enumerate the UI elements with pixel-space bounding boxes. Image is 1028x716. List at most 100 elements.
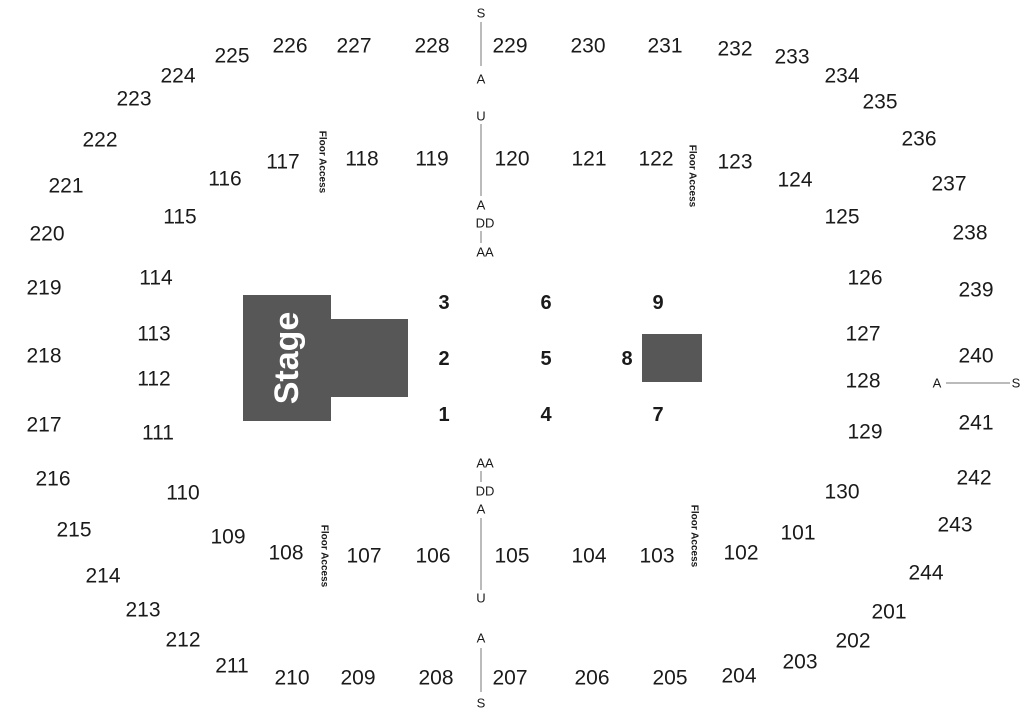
floor-section-7[interactable]: 7	[652, 404, 663, 426]
section-230[interactable]: 230	[570, 35, 605, 58]
section-243[interactable]: 243	[937, 514, 972, 537]
row-marker: DD	[476, 216, 495, 231]
section-212[interactable]: 212	[165, 629, 200, 652]
floor-section-8[interactable]: 8	[621, 348, 632, 370]
section-123[interactable]: 123	[717, 151, 752, 174]
section-209[interactable]: 209	[340, 667, 375, 690]
section-214[interactable]: 214	[85, 565, 120, 588]
section-211[interactable]: 211	[215, 655, 248, 678]
section-237[interactable]: 237	[931, 173, 966, 196]
section-108[interactable]: 108	[268, 542, 303, 565]
section-216[interactable]: 216	[35, 468, 70, 491]
section-101[interactable]: 101	[780, 522, 815, 545]
section-122[interactable]: 122	[638, 148, 673, 171]
section-105[interactable]: 105	[494, 545, 529, 568]
row-marker: AA	[476, 456, 494, 471]
section-121[interactable]: 121	[571, 148, 606, 171]
section-235[interactable]: 235	[862, 91, 897, 114]
section-231[interactable]: 231	[647, 35, 682, 58]
section-228[interactable]: 228	[414, 35, 449, 58]
row-marker: S	[477, 6, 486, 21]
control-booth	[642, 334, 702, 382]
stage-thrust-block	[330, 319, 408, 397]
section-224[interactable]: 224	[160, 65, 195, 88]
row-marker: A	[477, 631, 486, 646]
section-111[interactable]: 111	[142, 422, 174, 445]
section-113[interactable]: 113	[137, 323, 170, 346]
stage-main-block	[243, 295, 331, 421]
section-129[interactable]: 129	[847, 421, 882, 444]
section-207[interactable]: 207	[492, 667, 527, 690]
section-226[interactable]: 226	[272, 35, 307, 58]
section-201[interactable]: 201	[871, 601, 906, 624]
section-127[interactable]: 127	[845, 323, 880, 346]
row-marker: A	[477, 198, 486, 213]
section-229[interactable]: 229	[492, 35, 527, 58]
row-marker: S	[477, 696, 486, 711]
section-239[interactable]: 239	[958, 279, 993, 302]
section-119[interactable]: 119	[415, 148, 448, 171]
section-241[interactable]: 241	[958, 412, 993, 435]
section-103[interactable]: 103	[639, 545, 674, 568]
section-227[interactable]: 227	[336, 35, 371, 58]
section-205[interactable]: 205	[652, 667, 687, 690]
section-238[interactable]: 238	[952, 222, 987, 245]
row-marker: A	[477, 72, 486, 87]
row-marker: AA	[476, 245, 494, 260]
section-244[interactable]: 244	[908, 562, 943, 585]
section-125[interactable]: 125	[824, 206, 859, 229]
floor-section-2[interactable]: 2	[438, 348, 449, 370]
section-240[interactable]: 240	[958, 345, 993, 368]
section-128[interactable]: 128	[845, 370, 880, 393]
floor-section-5[interactable]: 5	[540, 348, 551, 370]
section-218[interactable]: 218	[26, 345, 61, 368]
floor-section-6[interactable]: 6	[540, 292, 551, 314]
section-114[interactable]: 114	[139, 267, 173, 290]
section-210[interactable]: 210	[274, 667, 309, 690]
section-236[interactable]: 236	[901, 128, 936, 151]
section-120[interactable]: 120	[494, 148, 529, 171]
section-208[interactable]: 208	[418, 667, 453, 690]
section-202[interactable]: 202	[835, 630, 870, 653]
section-221[interactable]: 221	[48, 175, 83, 198]
section-215[interactable]: 215	[56, 519, 91, 542]
floor-section-9[interactable]: 9	[652, 292, 663, 314]
floor-section-4[interactable]: 4	[540, 404, 552, 426]
section-206[interactable]: 206	[574, 667, 609, 690]
section-242[interactable]: 242	[956, 467, 991, 490]
section-213[interactable]: 213	[125, 599, 160, 622]
section-102[interactable]: 102	[723, 542, 758, 565]
section-124[interactable]: 124	[777, 169, 812, 192]
section-112[interactable]: 112	[137, 368, 170, 391]
stage[interactable]: Stage	[243, 295, 408, 421]
section-115[interactable]: 115	[163, 206, 196, 229]
section-232[interactable]: 232	[717, 38, 752, 61]
section-204[interactable]: 204	[721, 665, 756, 688]
section-116[interactable]: 116	[208, 168, 241, 191]
section-104[interactable]: 104	[571, 545, 606, 568]
row-marker: S	[1012, 376, 1021, 391]
floor-section-1[interactable]: 1	[438, 404, 449, 426]
section-222[interactable]: 222	[82, 129, 117, 152]
section-225[interactable]: 225	[214, 45, 249, 68]
section-223[interactable]: 223	[116, 88, 151, 111]
section-107[interactable]: 107	[346, 545, 381, 568]
section-220[interactable]: 220	[29, 223, 64, 246]
section-219[interactable]: 219	[26, 277, 61, 300]
floor-access-label: Floor Access	[689, 505, 700, 568]
section-234[interactable]: 234	[824, 65, 859, 88]
section-117[interactable]: 117	[266, 151, 299, 174]
section-110[interactable]: 110	[166, 482, 199, 505]
floor-section-3[interactable]: 3	[438, 292, 449, 314]
section-203[interactable]: 203	[782, 651, 817, 674]
section-118[interactable]: 118	[345, 148, 378, 171]
section-126[interactable]: 126	[847, 267, 882, 290]
section-109[interactable]: 109	[210, 526, 245, 549]
lower-level-sections: 101 102 103 104 105 106 107 108 109 110 …	[137, 148, 882, 568]
section-233[interactable]: 233	[774, 46, 809, 69]
section-106[interactable]: 106	[415, 545, 450, 568]
floor-access-label: Floor Access	[319, 525, 330, 588]
floor-access-label: Floor Access	[317, 131, 328, 194]
section-217[interactable]: 217	[26, 414, 61, 437]
section-130[interactable]: 130	[824, 481, 859, 504]
